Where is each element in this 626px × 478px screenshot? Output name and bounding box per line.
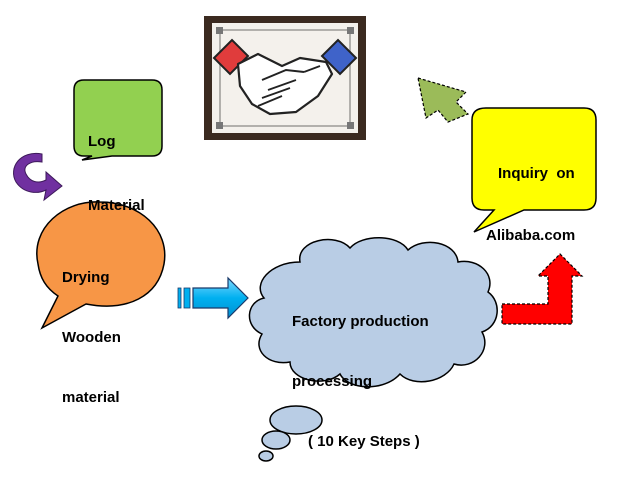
factory-label: Factory production processing ( 10 Key S… <box>292 272 429 472</box>
log-line-2: Material <box>88 197 145 214</box>
thought-dot-large <box>269 405 323 435</box>
factory-cloud <box>248 237 498 462</box>
drying-line-2: Wooden <box>62 329 121 346</box>
thought-dot-medium <box>261 430 291 450</box>
thought-dot-small <box>258 450 274 462</box>
bent-up-arrow-icon <box>501 253 584 325</box>
curved-arrow-icon <box>13 152 63 202</box>
handshake-picture <box>204 16 366 140</box>
up-left-arrow-icon <box>417 77 470 123</box>
inquiry-line-2: Alibaba.com <box>486 227 576 244</box>
factory-line-2: processing <box>292 373 373 390</box>
inquiry-label: Inquiry on Alibaba.com <box>486 124 575 266</box>
log-material-label: Log Material <box>88 92 145 236</box>
drying-label: Drying Wooden material <box>62 228 121 428</box>
striped-right-arrow-icon <box>177 276 249 320</box>
handshake-icon <box>212 38 358 116</box>
log-material-bubble <box>73 79 163 161</box>
factory-line-1: Factory production <box>292 313 429 330</box>
log-line-1: Log <box>88 133 116 150</box>
drying-bubble <box>36 201 166 330</box>
factory-line-3: ( 10 Key Steps ) <box>308 433 420 450</box>
drying-line-1: Drying <box>62 269 110 286</box>
drying-line-3: material <box>62 389 120 406</box>
inquiry-line-1: Inquiry on <box>498 165 575 182</box>
inquiry-bubble <box>471 107 597 233</box>
